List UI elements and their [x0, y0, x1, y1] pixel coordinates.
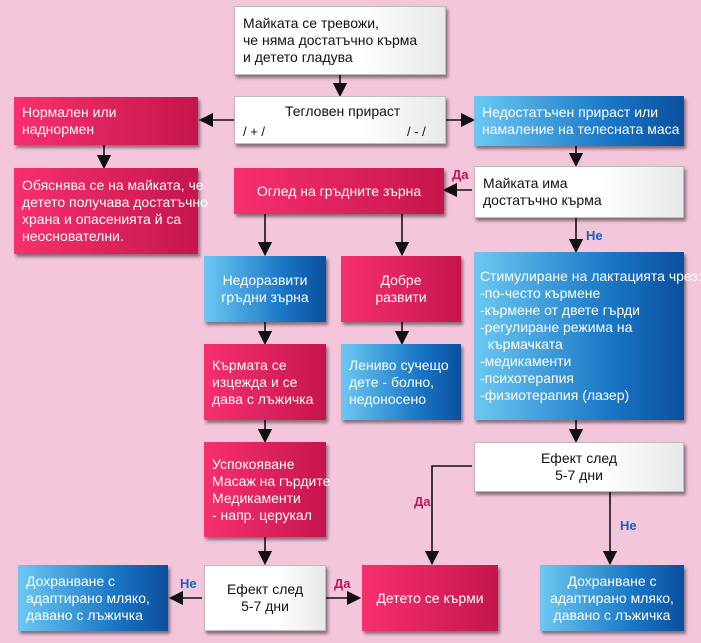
normal-gain-box: Нормален или наднормен	[14, 97, 198, 145]
yes-label-effect-right: Да	[414, 494, 431, 509]
weight-gain-minus: / - /	[407, 124, 426, 139]
supplement-right-line-2: адаптирано мляко,	[550, 589, 674, 606]
stimulate-lactation-box: Стимулиране на лактацията чрез: -по-чест…	[474, 252, 701, 420]
explain-line-4: неоснователни.	[22, 228, 124, 244]
stimulate-line-8: -физиотерапия (лазер)	[480, 387, 630, 403]
express-line-2: изцежда и се	[212, 373, 298, 390]
supplement-right-line-3: давано с лъжичка	[553, 606, 671, 623]
enough-milk-line-1: Майката има	[483, 175, 568, 191]
yes-label-exam: Да	[452, 167, 469, 182]
underdeveloped-box: Недоразвити гръдни зърна	[204, 256, 326, 322]
normal-gain-line-1: Нормален или	[22, 104, 117, 120]
explain-box: Обяснява се на майката, че детето получа…	[14, 168, 208, 254]
stimulate-line-1: Стимулиране на лактацията чрез:	[480, 268, 701, 284]
stimulate-line-4: -регулиране режима на	[480, 319, 633, 335]
insufficient-line-1: Недостатъчен прираст или	[482, 104, 659, 120]
effect-right-line-2: 5-7 дни	[555, 467, 603, 483]
calming-line-1: Успокояване	[212, 455, 295, 472]
effect-bottom-line-1: Ефект след	[226, 581, 304, 597]
express-milk-box: Кърмата се изцежда и се дава с лъжичка	[204, 344, 326, 420]
lazy-line-2: дете - болно,	[349, 373, 435, 390]
express-line-3: дава с лъжичка	[212, 390, 314, 407]
stimulate-line-6: -медикаменти	[480, 353, 572, 369]
normal-gain-line-2: наднормен	[22, 121, 95, 137]
no-label-effect-bottom: Не	[180, 576, 197, 591]
start-box: Майката се тревожи, че няма достатъчно к…	[234, 6, 446, 75]
no-label-effect-right: Не	[620, 518, 637, 533]
explain-line-3: храна и опасенията й са	[22, 211, 182, 227]
effect-bottom-box: Ефект след 5-7 дни	[204, 565, 326, 631]
effect-right-line-1: Ефект след	[540, 450, 618, 466]
effect-right-box: Ефект след 5-7 дни	[474, 442, 684, 492]
calming-line-2: Масаж на гърдите	[212, 472, 331, 489]
lazy-line-3: недоносено	[349, 390, 426, 407]
stimulate-line-3: -кърмене от двете гърди	[480, 302, 640, 318]
well-developed-box: Добре развити	[341, 256, 461, 322]
stimulate-line-2: -по-често кърмене	[480, 285, 601, 301]
well-developed-line-1: Добре	[380, 272, 422, 288]
supplement-right-box: Дохранване с адаптирано мляко, давано с …	[540, 565, 684, 631]
enough-milk-line-2: достатъчно кърма	[483, 192, 602, 208]
start-line-2: че няма достатъчно кърма	[243, 32, 418, 48]
calming-line-3: Медикаменти	[212, 489, 301, 506]
no-label-stimulate: Не	[586, 228, 603, 243]
calming-box: Успокояване Масаж на гърдите Медикаменти…	[204, 442, 331, 537]
weight-gain-box: Тегловен прираст / + / / - /	[234, 96, 446, 144]
supplement-left-box: Дохранване с адаптирано мляко, давано с …	[18, 565, 168, 631]
calming-line-4: - напр. церукал	[212, 506, 312, 523]
lazy-line-1: Лениво сучещо	[349, 356, 449, 373]
supplement-left-line-1: Дохранване с	[26, 572, 116, 589]
underdeveloped-line-1: Недоразвити	[222, 272, 308, 288]
effect-bottom-line-2: 5-7 дни	[241, 598, 289, 614]
stimulate-line-5: кърмачката	[480, 336, 563, 352]
insufficient-gain-box: Недостатъчен прираст или намаление на те…	[474, 96, 684, 146]
supplement-right-line-1: Дохранване с	[567, 572, 657, 589]
start-line-3: и детето гладува	[243, 49, 353, 65]
yes-label-effect-bottom: Да	[334, 576, 351, 591]
supplement-left-line-2: адаптирано мляко,	[26, 589, 150, 606]
well-developed-line-2: развити	[375, 289, 427, 305]
explain-line-2: детето получава достатъчно	[22, 194, 208, 210]
start-line-1: Майката се тревожи,	[243, 15, 379, 31]
insufficient-line-2: намаление на телесната маса	[482, 121, 680, 137]
breastfed-box: Детето се кърми	[362, 565, 498, 631]
stimulate-line-7: -психотерапия	[480, 370, 574, 386]
explain-line-1: Обяснява се на майката, че	[22, 177, 204, 193]
nipple-exam-box: Оглед на гръдните зърна	[234, 168, 444, 214]
breastfed-label: Детето се кърми	[376, 589, 484, 606]
weight-gain-title: Тегловен прираст	[285, 103, 401, 119]
supplement-left-line-3: давано с лъжичка	[26, 606, 143, 623]
enough-milk-box: Майката има достатъчно кърма	[474, 166, 684, 218]
weight-gain-plus: / + /	[243, 124, 266, 139]
nipple-exam-label: Оглед на гръдните зърна	[256, 182, 422, 199]
underdeveloped-line-2: гръдни зърна	[221, 289, 309, 305]
lazy-sucking-box: Лениво сучещо дете - болно, недоносено	[341, 344, 461, 420]
express-line-1: Кърмата се	[212, 356, 287, 373]
